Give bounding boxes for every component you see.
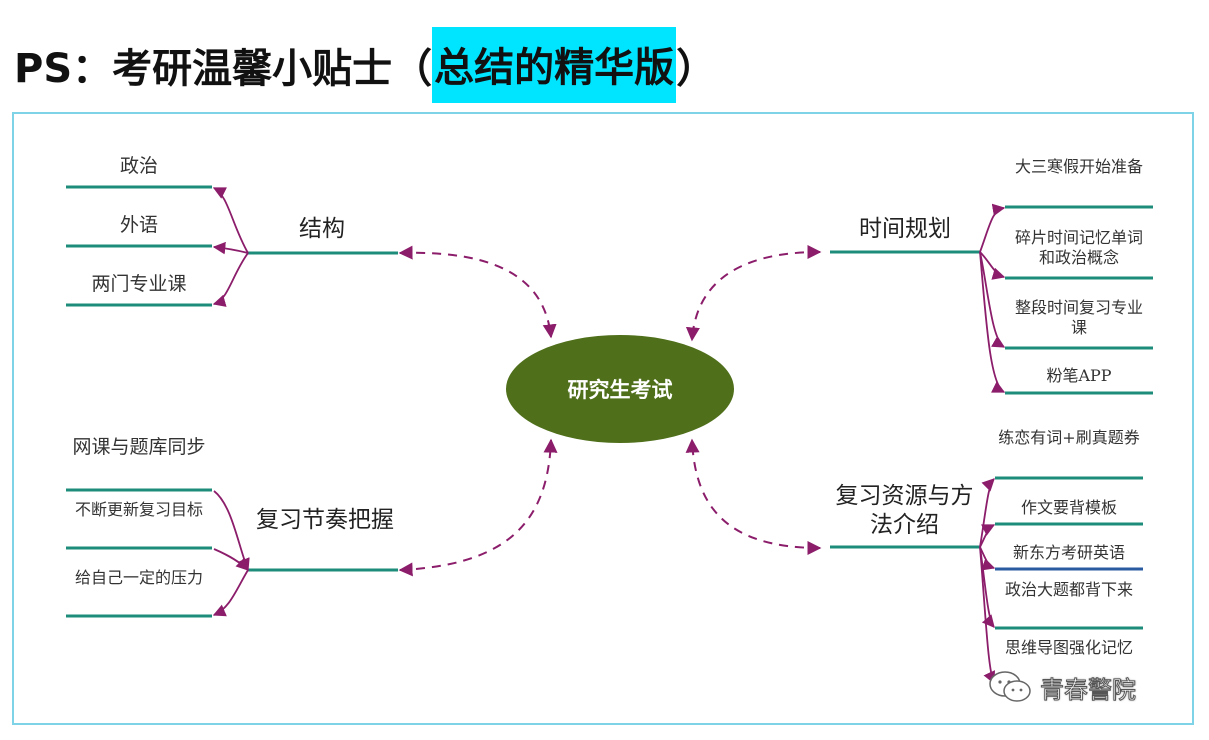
structure-item-2: 两门专业课 [91,273,187,295]
structure-item-0: 政治 [119,155,158,177]
link-time-2 [979,251,1006,348]
title-highlight: 总结的精华版 [432,27,677,103]
watermark: 青春警院 [988,668,1137,706]
title-prefix: PS：考研温馨小贴士（ [14,46,433,92]
resource-item-1: 作文要背模板 [1020,498,1117,517]
link-structure-1 [212,241,249,255]
resource-item-4: 思维导图强化记忆 [1004,638,1133,657]
title-suffix: ） [676,46,717,92]
center-node [506,335,734,443]
rhythm-item-1: 不断更新复习目标 [74,500,203,519]
time-item-1: 碎片时间记忆单词和政治概念 [1014,228,1143,267]
resource-item-2: 新东方考研英语 [1012,543,1125,562]
rhythm-item-2: 给自己一定的压力 [74,568,203,587]
link-time-1 [979,251,1006,280]
connector-structure [398,245,557,339]
link-structure-0 [212,187,249,254]
link-time-3 [979,251,1006,393]
branch-resources-label: 复习资源与方法介绍 [835,483,974,538]
link-rhythm-2 [212,569,249,617]
connector-resources [685,438,822,555]
time-item-0: 大三寒假开始准备 [1014,157,1143,176]
center-node-label: 研究生考试 [567,378,673,402]
connector-rhythm [398,438,558,577]
watermark-text: 青春警院 [1040,675,1137,704]
time-item-3: 粉笔APP [1046,366,1112,385]
link-res-3 [979,546,995,628]
structure-item-1: 外语 [119,214,158,236]
page-title: PS：考研温馨小贴士（总结的精华版） [14,22,716,108]
diagram-frame [12,112,1194,725]
link-res-1 [979,524,996,548]
branch-structure-label: 结构 [299,216,345,242]
time-item-2: 整段时间复习专业课 [1014,298,1143,337]
wechat-icon [989,671,1031,702]
resource-item-0: 练恋有词+刷真题券 [998,428,1140,447]
link-res-0 [979,478,995,548]
branch-time-plan-label: 时间规划 [859,216,951,242]
branch-rhythm-label: 复习节奏把握 [256,507,394,533]
link-rhythm-1 [213,548,249,571]
resource-item-3: 政治大题都背下来 [1004,580,1133,599]
link-res-2 [979,546,996,571]
link-structure-2 [212,252,249,307]
rhythm-item-0: 网课与题库同步 [72,436,206,458]
connector-time-plan [685,245,822,342]
link-time-0 [979,203,1006,253]
